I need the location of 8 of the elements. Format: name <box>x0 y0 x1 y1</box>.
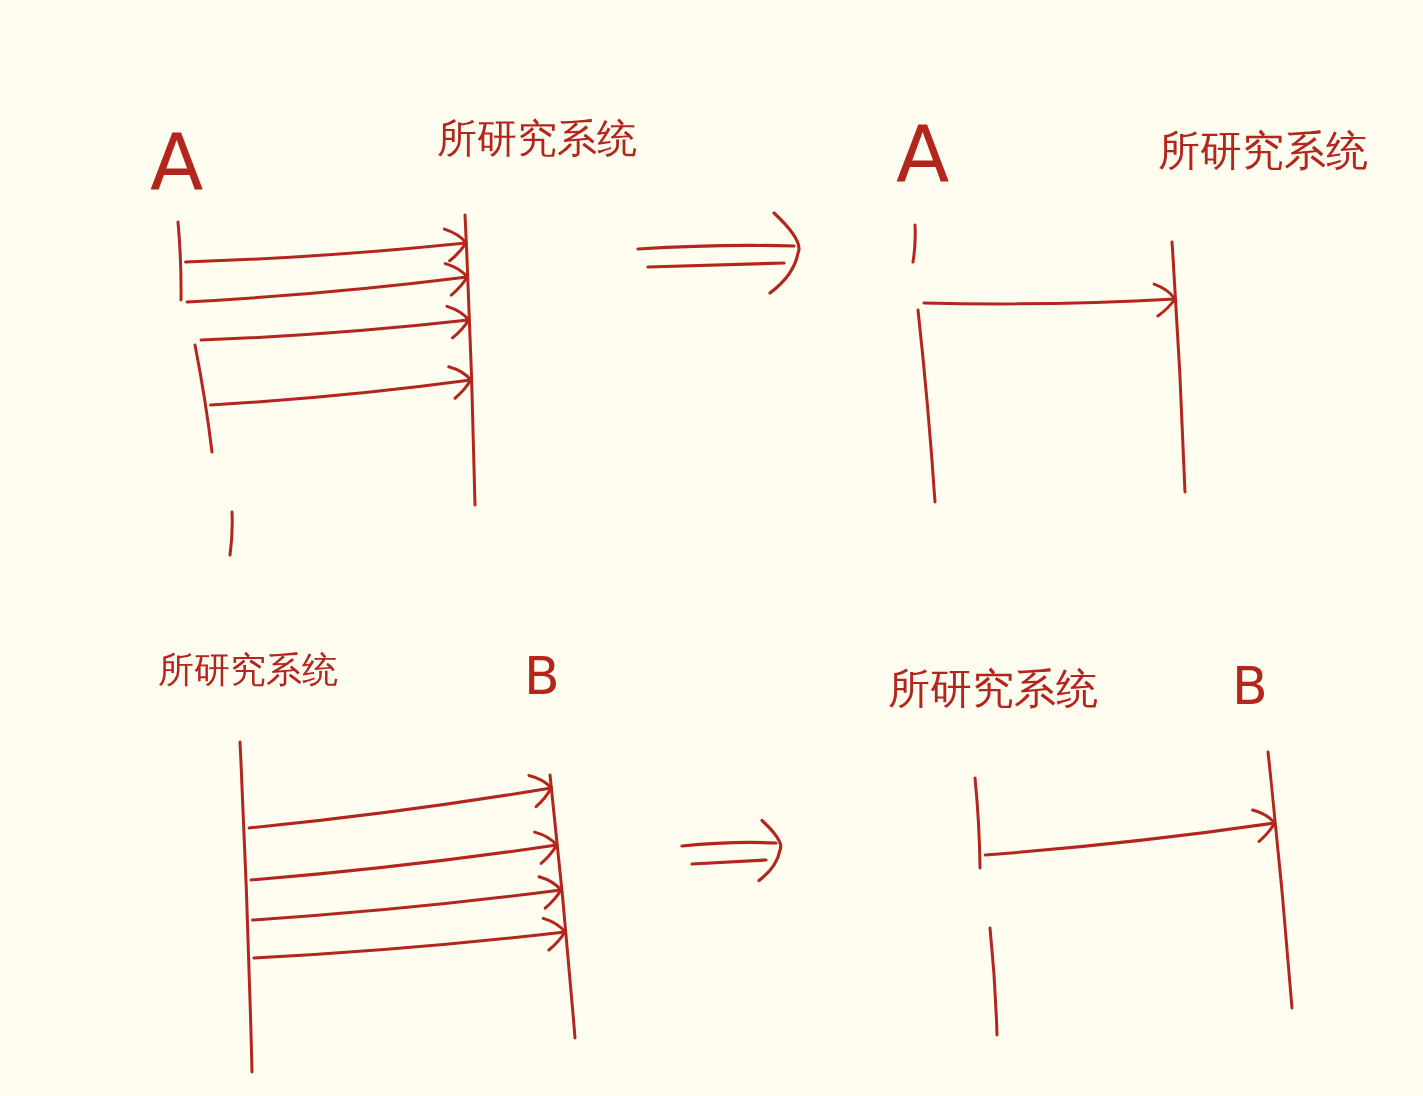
participant-label: 所研究系统 <box>888 668 1098 710</box>
participant-label: B <box>1232 660 1268 712</box>
participant-label: B <box>524 650 560 702</box>
participant-label: 所研究系统 <box>158 652 338 688</box>
participant-label: A <box>896 116 950 194</box>
participant-label: 所研究系统 <box>1158 130 1368 172</box>
participant-label: A <box>150 124 204 202</box>
participant-label: 所研究系统 <box>437 118 637 158</box>
